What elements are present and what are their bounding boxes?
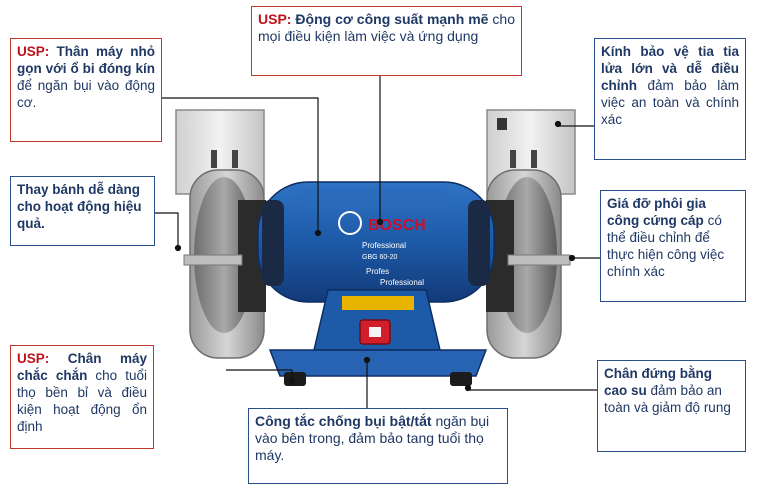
callout-easy-wheel-change: Thay bánh dễ dàng cho hoạt động hiệu quả… xyxy=(10,176,155,246)
callout-text: đảm bảo làm việc an toàn và chính xác xyxy=(601,78,739,127)
callout-text: cho mọi điều kiện làm việc và ứng dụng xyxy=(258,11,515,44)
callout-spark-shield: Kính bảo vệ tia tia lửa lớn và dễ điều c… xyxy=(594,38,746,160)
callout-dustproof-switch: Công tắc chống bụi bật/tắt ngăn bụi vào … xyxy=(248,408,508,484)
callout-work-rest: Giá đỡ phôi gia công cứng cáp có thể điề… xyxy=(600,190,746,302)
usp-label: USP: xyxy=(17,351,50,366)
callout-rubber-feet: Chân đứng bằng cao su đảm bảo an toàn và… xyxy=(597,360,746,452)
callout-highlight: Kính bảo vệ tia tia lửa lớn và dễ điều c… xyxy=(601,44,739,93)
callout-highlight: Thân máy nhỏ gọn với ổ bi đóng kín xyxy=(17,44,155,76)
callout-text: cho tuổi thọ bền bỉ và điều kiện hoạt độ… xyxy=(17,368,147,434)
model-line-1: Professional xyxy=(362,241,406,250)
front-label-1: Profes xyxy=(366,267,389,276)
model-line-2: GBG 60-20 xyxy=(362,254,398,261)
callout-highlight: Thay bánh dễ dàng cho hoạt động hiệu quả… xyxy=(17,182,142,231)
callout-powerful-motor: USP: Động cơ công suất mạnh mẽ cho mọi đ… xyxy=(251,6,522,76)
leader-body xyxy=(161,97,319,233)
right-tool-rest xyxy=(507,254,571,266)
power-switch xyxy=(359,319,391,345)
leader-base xyxy=(226,369,293,380)
callout-text: có thể điều chỉnh để thực hiện công việc… xyxy=(607,213,725,279)
leader-lines xyxy=(155,75,600,408)
usp-label: USP: xyxy=(17,44,50,59)
grinder-base xyxy=(268,289,488,386)
callout-highlight: Động cơ công suất mạnh mẽ xyxy=(295,11,489,27)
callout-highlight: Công tắc chống bụi bật/tắt xyxy=(255,413,432,429)
callout-highlight: Chân máy chắc chắn xyxy=(17,351,147,383)
left-tool-rest xyxy=(183,254,243,266)
callout-compact-body: USP: Thân máy nhỏ gọn với ổ bi đóng kín … xyxy=(10,38,162,142)
leader-wheel xyxy=(155,212,179,248)
callout-text: ngăn bụi vào bên trong, đảm bảo tang tuổ… xyxy=(255,413,490,463)
motor-housing: BOSCH Professional GBG 60-20 Profes Prof… xyxy=(257,181,495,303)
callout-sturdy-base: USP: Chân máy chắc chắn cho tuổi thọ bền… xyxy=(10,345,154,449)
callout-highlight: Chân đứng bằng cao su xyxy=(604,366,713,398)
callout-text: để ngăn bụi vào động cơ. xyxy=(17,78,155,110)
brand-logo: BOSCH xyxy=(368,217,426,234)
callout-highlight: Giá đỡ phôi gia công cứng cáp xyxy=(607,196,706,228)
callout-text: đảm bảo an toàn và giảm độ rung xyxy=(604,383,731,415)
usp-label: USP: xyxy=(258,11,292,27)
front-label-2: Professional xyxy=(380,278,424,287)
